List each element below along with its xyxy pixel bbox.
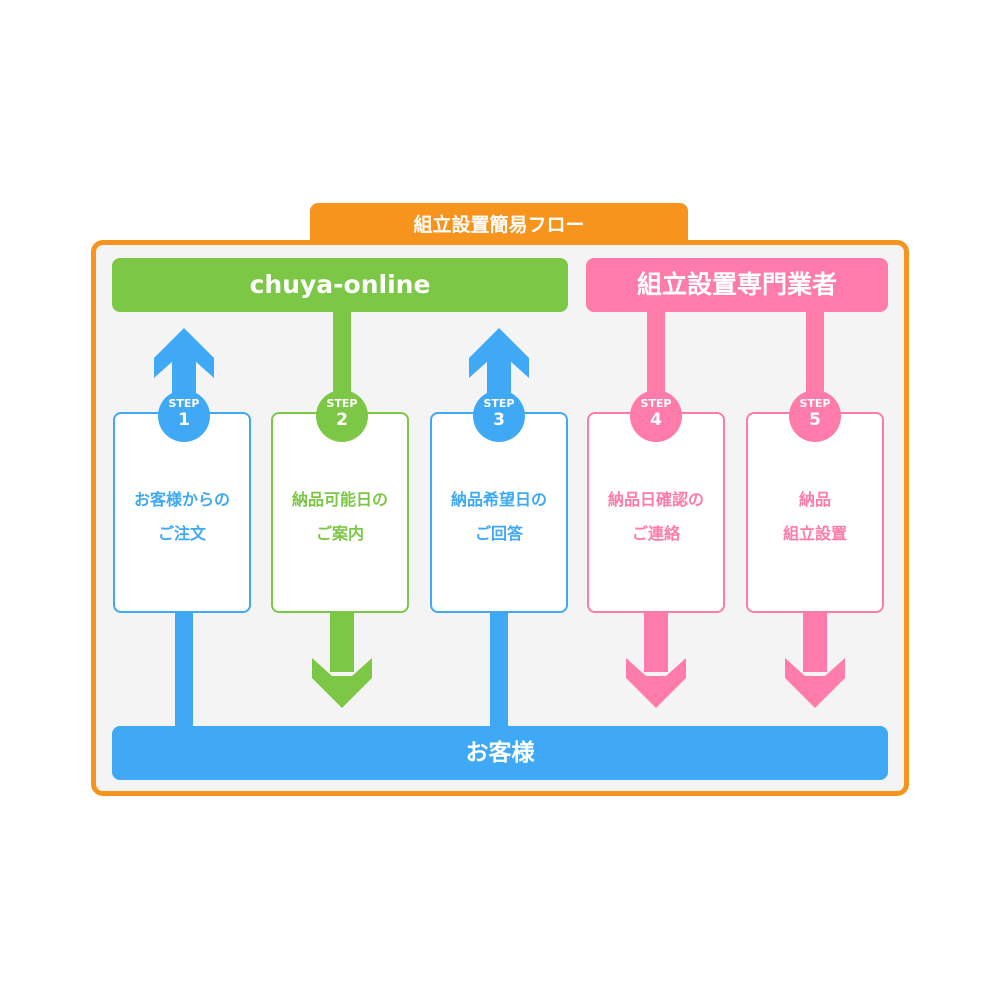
step2-badge: STEP 2: [316, 390, 368, 442]
step3-badge-label: STEP: [483, 397, 515, 410]
step1-badge-label: STEP: [168, 397, 200, 410]
step4-text-line1: 納品日確認の: [607, 489, 704, 509]
step4-badge-number: 4: [650, 410, 662, 430]
step5-text-line1: 納品: [798, 489, 831, 509]
step2-box: 納品可能日の ご案内: [271, 412, 409, 613]
step3-text-line2: ご回答: [474, 523, 523, 543]
flow-title-tab: 組立設置簡易フロー: [310, 203, 688, 245]
step4-down-arrow: [626, 310, 686, 708]
step5-box: 納品 組立設置: [746, 412, 884, 613]
step3-badge: STEP 3: [473, 390, 525, 442]
step3-box: 納品希望日の ご回答: [430, 412, 568, 613]
step2-text-line1: 納品可能日の: [291, 489, 388, 509]
step2-badge-number: 2: [336, 410, 348, 430]
step1-badge-number: 1: [178, 410, 190, 430]
step4-text-line2: ご連絡: [631, 523, 680, 543]
step5-badge: STEP 5: [789, 390, 841, 442]
step2-down-arrow: [312, 310, 372, 708]
step5-down-arrow: [785, 310, 845, 708]
customer-bar: お客様: [112, 726, 888, 780]
step3-text-line1: 納品希望日の: [450, 489, 547, 509]
step3-badge-number: 3: [493, 410, 505, 430]
step5-badge-number: 5: [809, 410, 821, 430]
step2-badge-label: STEP: [326, 397, 358, 410]
step4-badge-label: STEP: [640, 397, 672, 410]
step1-text-line2: ご注文: [157, 523, 206, 543]
step1-box: お客様からの ご注文: [113, 412, 251, 613]
step1-text-line1: お客様からの: [133, 489, 230, 509]
step4-badge: STEP 4: [630, 390, 682, 442]
step4-box: 納品日確認の ご連絡: [587, 412, 725, 613]
installer-bar: 組立設置専門業者: [586, 258, 888, 312]
step2-text-line2: ご案内: [315, 523, 364, 543]
step5-badge-label: STEP: [799, 397, 831, 410]
chuya-online-bar: chuya-online: [112, 258, 568, 312]
step1-badge: STEP 1: [158, 390, 210, 442]
step5-text-line2: 組立設置: [782, 523, 847, 543]
